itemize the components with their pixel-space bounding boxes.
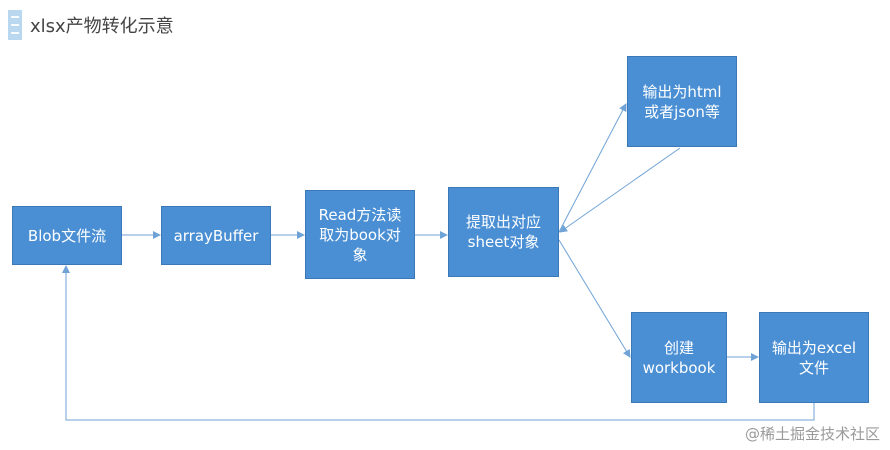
arrow-output-html-to-extract	[559, 147, 681, 233]
node-extract-sheet: 提取出对应 sheet对象	[448, 187, 559, 277]
watermark-text: @稀土掘金技术社区	[744, 425, 880, 443]
arrow-extract-to-output-html	[558, 103, 627, 233]
arrow-extract-to-create-workbook	[558, 239, 631, 358]
node-read-book: Read方法读 取为book对 象	[305, 190, 415, 279]
title-marker-icon	[8, 10, 22, 40]
node-output-html-json: 输出为html 或者json等	[627, 56, 737, 147]
arrow-output-excel-back-to-blob	[62, 265, 815, 421]
node-blob-stream: Blob文件流	[12, 206, 122, 265]
slide-title-bar: xlsx产物转化示意	[8, 10, 174, 40]
slide-title: xlsx产物转化示意	[30, 16, 174, 37]
node-arraybuffer: arrayBuffer	[161, 206, 271, 265]
node-create-workbook: 创建 workbook	[631, 312, 727, 403]
node-output-excel: 输出为excel 文件	[759, 312, 869, 403]
